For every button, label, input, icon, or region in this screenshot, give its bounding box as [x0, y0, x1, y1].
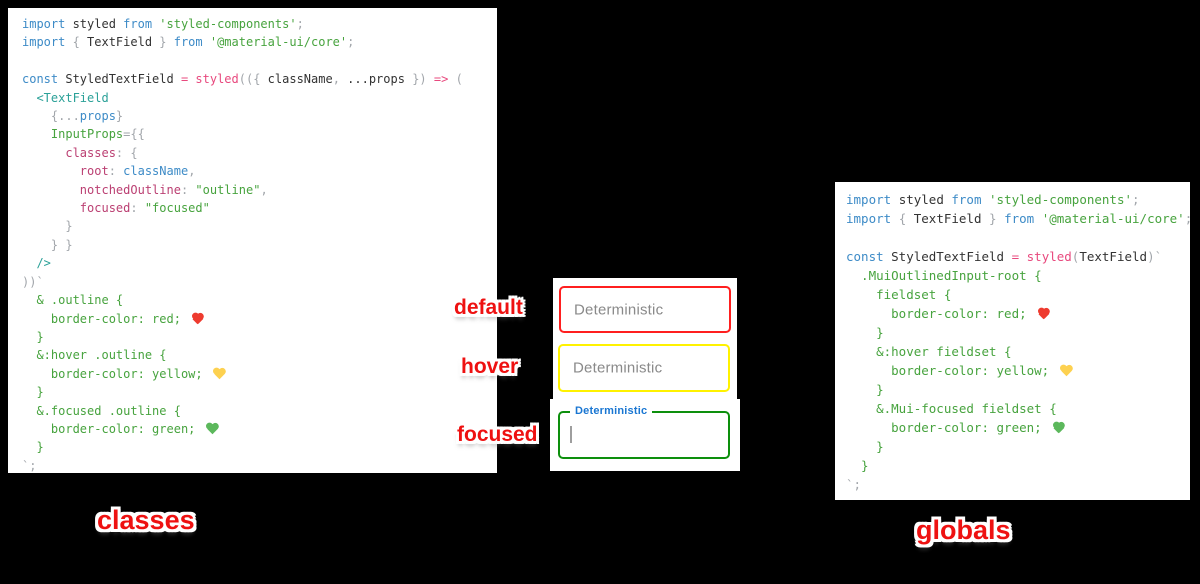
code-line: [22, 52, 497, 70]
heart-yellow-icon: [1060, 365, 1073, 377]
code-line: } }: [22, 237, 73, 252]
code-line: }: [22, 440, 44, 455]
heart-red-icon: [1037, 308, 1050, 320]
globals-code: import styled from 'styled-components'; i…: [835, 182, 1193, 494]
textfield-default[interactable]: Deterministic: [559, 286, 731, 333]
code-line: [846, 228, 1190, 247]
heart-red-icon: [191, 313, 204, 325]
code-line: }: [22, 219, 73, 234]
code-line: border-color: green;: [846, 418, 1190, 437]
code-line: import { TextField } from '@material-ui/…: [22, 35, 355, 50]
code-line: }: [22, 329, 44, 344]
code-line: &:hover fieldset {: [846, 344, 1012, 359]
code-line: import { TextField } from '@material-ui/…: [846, 211, 1193, 226]
textfield-hover[interactable]: Deterministic: [558, 344, 730, 392]
code-line: InputProps={{: [22, 127, 145, 142]
code-line: notchedOutline: "outline",: [22, 182, 268, 197]
code-line: fieldset {: [846, 287, 952, 302]
heart-green-icon: [1052, 422, 1065, 434]
code-line: .MuiOutlinedInput-root {: [846, 268, 1042, 283]
code-line: &.Mui-focused fieldset {: [846, 401, 1057, 416]
code-line: &.focused .outline {: [22, 403, 181, 418]
classes-code: import styled from 'styled-components'; i…: [8, 8, 497, 475]
code-line: &:hover .outline {: [22, 348, 167, 363]
code-line: `;: [22, 458, 37, 473]
textfield-focused[interactable]: Deterministic: [558, 405, 730, 459]
code-line: ))`: [22, 274, 44, 289]
code-line: const StyledTextField = styled(({ classN…: [22, 72, 463, 87]
code-line: focused: "focused": [22, 201, 210, 216]
classes-code-panel: import styled from 'styled-components'; i…: [8, 8, 497, 473]
textfield-default-label: Deterministic: [574, 301, 664, 318]
state-label-default: default: [454, 296, 523, 319]
code-line: border-color: red;: [846, 304, 1190, 323]
code-line: <TextField: [22, 90, 109, 105]
code-line: {...props}: [22, 109, 124, 124]
state-label-focused: focused: [457, 423, 538, 446]
code-line: const StyledTextField = styled(TextField…: [846, 249, 1163, 264]
code-line: import styled from 'styled-components';: [22, 17, 304, 31]
code-line: />: [22, 256, 51, 271]
caption-globals: globals: [916, 515, 1011, 545]
code-line: border-color: green;: [22, 420, 497, 438]
heart-green-icon: [206, 423, 219, 435]
caption-classes: classes: [97, 505, 195, 535]
code-line: root: className,: [22, 164, 196, 179]
code-line: import styled from 'styled-components';: [846, 192, 1140, 207]
textfield-focused-floating-label: Deterministic: [570, 405, 653, 417]
code-line: classes: {: [22, 145, 138, 160]
code-line: border-color: yellow;: [846, 361, 1190, 380]
state-label-hover: hover: [461, 355, 519, 378]
globals-code-panel: import styled from 'styled-components'; i…: [835, 182, 1193, 500]
code-line: }: [846, 458, 869, 473]
code-line: }: [22, 385, 44, 400]
textfield-hover-label: Deterministic: [573, 359, 663, 377]
code-line: }: [846, 325, 884, 340]
code-line: & .outline {: [22, 293, 124, 308]
heart-yellow-icon: [213, 368, 226, 380]
code-line: }: [846, 382, 884, 397]
code-line: }: [846, 439, 884, 454]
text-cursor: [570, 426, 572, 443]
code-line: border-color: red;: [22, 310, 497, 328]
code-line: border-color: yellow;: [22, 365, 497, 383]
code-line: `;: [846, 477, 862, 492]
